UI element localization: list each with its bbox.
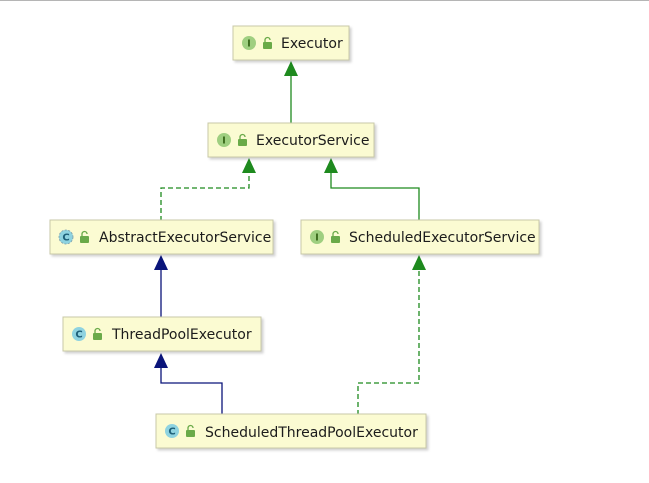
public-visibility-icon — [186, 424, 195, 437]
node-abstract-executor-service[interactable]: C AbstractExecutorService — [49, 219, 274, 255]
node-executor[interactable]: I Executor — [232, 25, 350, 61]
nodes: I Executor I ExecutorService C — [49, 25, 540, 449]
node-label: AbstractExecutorService — [99, 230, 271, 246]
public-visibility-icon — [238, 133, 247, 146]
edge-scheduledexecutorservice-executorservice — [330, 173, 420, 221]
edges — [154, 61, 426, 415]
public-visibility-icon — [263, 36, 272, 49]
top-border — [0, 0, 649, 1]
node-scheduled-thread-pool-executor[interactable]: C ScheduledThreadPoolExecutor — [155, 413, 427, 449]
arrowhead-threadpoolexecutor — [154, 353, 168, 368]
edge-scheduledthreadpoolexecutor-scheduledexecutorservice — [357, 270, 420, 415]
edge-scheduledthreadpoolexecutor-threadpoolexecutor — [160, 368, 223, 415]
badge-letter: I — [247, 39, 251, 50]
node-thread-pool-executor[interactable]: C ThreadPoolExecutor — [62, 316, 262, 352]
interface-badge-icon — [242, 36, 256, 50]
arrowhead-executor — [284, 61, 298, 76]
node-label: ExecutorService — [256, 133, 369, 149]
abstract-class-badge-icon — [58, 229, 74, 245]
public-visibility-icon — [93, 327, 102, 340]
interface-badge-icon — [217, 133, 231, 147]
node-label: ScheduledThreadPoolExecutor — [205, 425, 418, 441]
node-label: ThreadPoolExecutor — [111, 327, 252, 343]
arrowhead-executorservice-left — [242, 158, 256, 173]
badge-letter: C — [62, 233, 69, 244]
public-visibility-icon — [80, 230, 89, 243]
node-scheduled-executor-service[interactable]: I ScheduledExecutorService — [300, 219, 540, 255]
class-badge-icon — [165, 424, 179, 438]
node-label: ScheduledExecutorService — [349, 230, 536, 246]
node-executor-service[interactable]: I ExecutorService — [207, 122, 375, 158]
badge-letter: C — [75, 330, 82, 341]
arrowhead-abstractexecutorservice — [154, 255, 168, 270]
arrowhead-scheduledexecutorservice — [412, 255, 426, 270]
arrowhead-executorservice-right — [324, 158, 338, 173]
node-label: Executor — [281, 36, 343, 52]
badge-letter: I — [315, 233, 319, 244]
edge-abstractexecutorservice-executorservice — [160, 173, 250, 221]
public-visibility-icon — [331, 230, 340, 243]
badge-letter: C — [168, 427, 175, 438]
badge-letter: I — [222, 136, 226, 147]
interface-badge-icon — [310, 230, 324, 244]
class-badge-icon — [72, 327, 86, 341]
